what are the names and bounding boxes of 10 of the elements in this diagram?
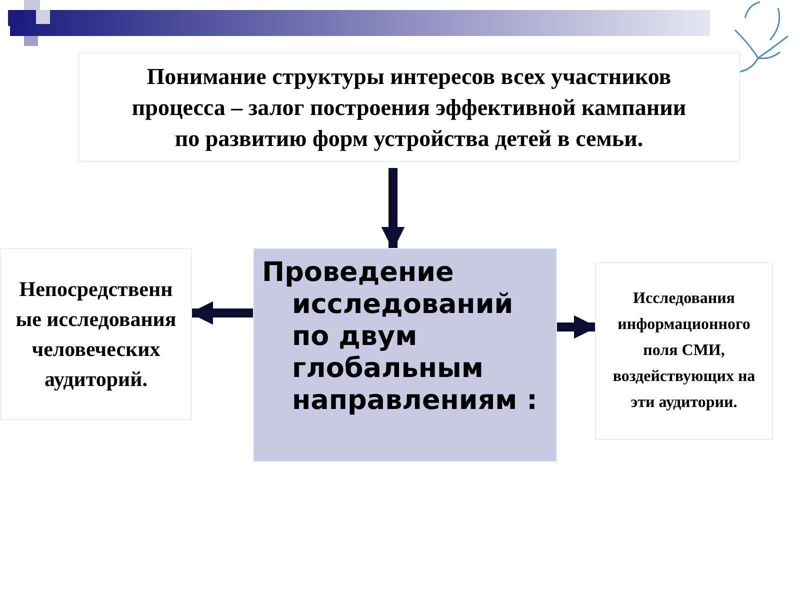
box-text: Исследования информационного поля СМИ, воздействующих на эти аудитории.: [612, 289, 756, 413]
text-box: [595, 262, 773, 440]
highlight-box: [253, 248, 557, 462]
box-text: Понимание структуры интересов всех участников процесса – залог построения эффективной кампании по развитию форм устройства детей в семьи.: [130, 62, 688, 153]
text-box: [0, 248, 192, 420]
box-text: Непосредственные исследования человеческих аудиторий.: [14, 276, 178, 393]
box-text: Проведение исследований по двум глобальным направлениям :: [262, 257, 538, 417]
arrow: [557, 315, 598, 339]
text-box: [78, 52, 740, 162]
arrow: [381, 168, 405, 250]
